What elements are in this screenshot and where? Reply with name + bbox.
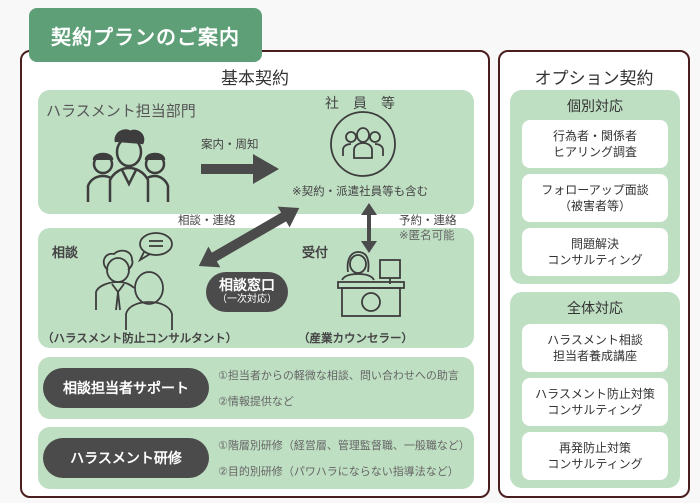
overall-title: 全体対応 xyxy=(567,301,623,317)
page-title: 契約プランのご案内 xyxy=(29,8,262,62)
option-item: 問題解決 コンサルティング xyxy=(522,228,668,276)
double-arrow-diagonal-icon xyxy=(198,206,300,268)
consultant-role: （ハラスメント防止コンサルタント） xyxy=(42,331,238,345)
individual-title: 個別対応 xyxy=(567,99,623,115)
option-item: 再発防止対策 コンサルティング xyxy=(522,432,668,480)
reception-label: 受付 xyxy=(302,246,329,261)
employees-note: ※契約・派遣社員等も含む xyxy=(292,184,429,198)
reservation-label: 予約・連絡 xyxy=(399,213,457,227)
people-group-icon xyxy=(86,129,170,202)
support-item: ②情報提供など xyxy=(218,395,294,408)
support-item: ①担当者からの軽微な相談、問い合わせへの助言 xyxy=(218,369,459,382)
option-item-line: ヒアリング調査 xyxy=(552,145,637,159)
training-section: ハラスメント研修 ①階層別研修（経営層、管理監督職、一般職など） ②目的別研修（… xyxy=(38,427,474,489)
option-item: 行為者・関係者 ヒアリング調査 xyxy=(522,120,668,168)
option-item-line: コンサルティング xyxy=(547,403,643,417)
arrow-right-icon xyxy=(201,154,279,184)
option-item-line: フォローアップ面談 xyxy=(541,182,649,197)
option-item-line: コンサルティング xyxy=(547,253,643,267)
option-item-line: コンサルティング xyxy=(547,457,643,471)
option-item-line: 問題解決 xyxy=(570,236,619,251)
basic-contract-panel: 基本契約 ハラスメント担当部門 案内・周知 社 員 等 ※契約・派遣社員等も含む xyxy=(20,50,490,498)
training-item: ②目的別研修（パワハラにならない指導法など） xyxy=(218,465,459,478)
employees-label: 社 員 等 xyxy=(325,96,395,112)
guidance-label: 案内・周知 xyxy=(201,137,259,151)
option-item: ハラスメント防止対策 コンサルティング xyxy=(522,378,668,426)
consultation-window-badge: 相談窓口 （一次対応） xyxy=(206,272,288,312)
consult-contact-label: 相談・連絡 xyxy=(178,213,236,227)
training-badge: ハラスメント研修 xyxy=(43,438,209,478)
option-item-line: 担当者養成講座 xyxy=(552,349,637,363)
department-section: ハラスメント担当部門 案内・周知 社 員 等 ※契約・派遣社員等も含む xyxy=(38,90,474,214)
training-item: ①階層別研修（経営層、管理監督職、一般職など） xyxy=(218,439,470,452)
consultation-label: 相談 xyxy=(52,246,79,261)
option-item: ハラスメント相談 担当者養成講座 xyxy=(522,324,668,372)
anonymous-note: ※匿名可能 xyxy=(399,228,455,242)
department-label: ハラスメント担当部門 xyxy=(46,102,196,120)
window-subtitle: （一次対応） xyxy=(217,294,277,306)
consultation-icon xyxy=(95,232,173,330)
option-item-line: 再発防止対策 xyxy=(558,440,631,455)
support-section: 相談担当者サポート ①担当者からの軽微な相談、問い合わせへの助言 ②情報提供など xyxy=(38,357,474,419)
consultation-section: 相談 （ハラスメント防止コンサルタント） 受付 （産業カウンセラー） xyxy=(38,228,474,348)
basic-contract-title: 基本契約 xyxy=(221,69,289,89)
option-item: フォローアップ面談 （被害者等） xyxy=(522,174,668,222)
option-item-line: （被害者等） xyxy=(558,199,631,213)
counselor-role: （産業カウンセラー） xyxy=(298,331,413,345)
reception-desk-icon xyxy=(337,251,405,317)
support-badge: 相談担当者サポート xyxy=(43,368,209,408)
option-contract-panel: オプション契約 個別対応 行為者・関係者 ヒアリング調査 フォローアップ面談 （… xyxy=(498,50,690,498)
window-title: 相談窓口 xyxy=(219,277,275,294)
option-item-line: ハラスメント相談 xyxy=(547,332,643,347)
option-item-line: 行為者・関係者 xyxy=(552,128,637,143)
option-contract-title: オプション契約 xyxy=(534,69,654,89)
option-item-line: ハラスメント防止対策 xyxy=(535,386,655,401)
employees-circle-icon xyxy=(330,111,396,177)
individual-section: 個別対応 行為者・関係者 ヒアリング調査 フォローアップ面談 （被害者等） 問題… xyxy=(510,90,680,284)
overall-section: 全体対応 ハラスメント相談 担当者養成講座 ハラスメント防止対策 コンサルティン… xyxy=(510,292,680,488)
double-arrow-vertical-icon xyxy=(361,203,377,253)
